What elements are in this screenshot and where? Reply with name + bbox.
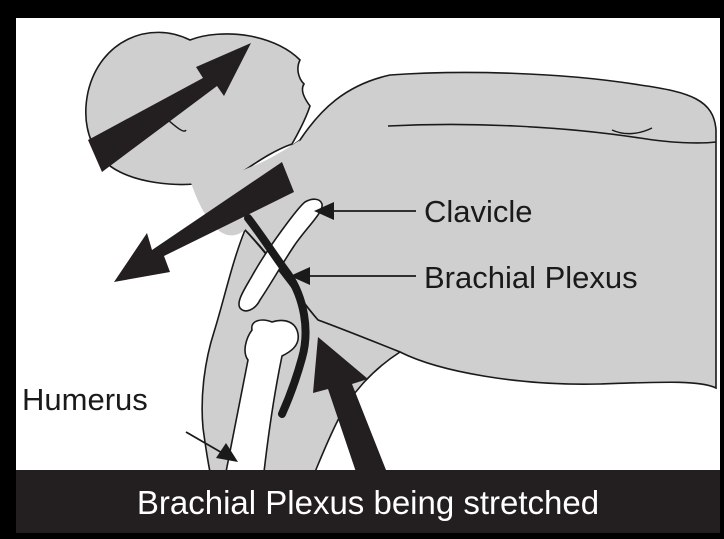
- caption-text: Brachial Plexus being stretched: [16, 484, 720, 522]
- clavicle-label: Clavicle: [424, 196, 533, 227]
- humerus-label: Humerus: [22, 384, 148, 415]
- brachial-plexus-label: Brachial Plexus: [424, 262, 638, 293]
- caption-bar: Brachial Plexus being stretched: [16, 470, 720, 533]
